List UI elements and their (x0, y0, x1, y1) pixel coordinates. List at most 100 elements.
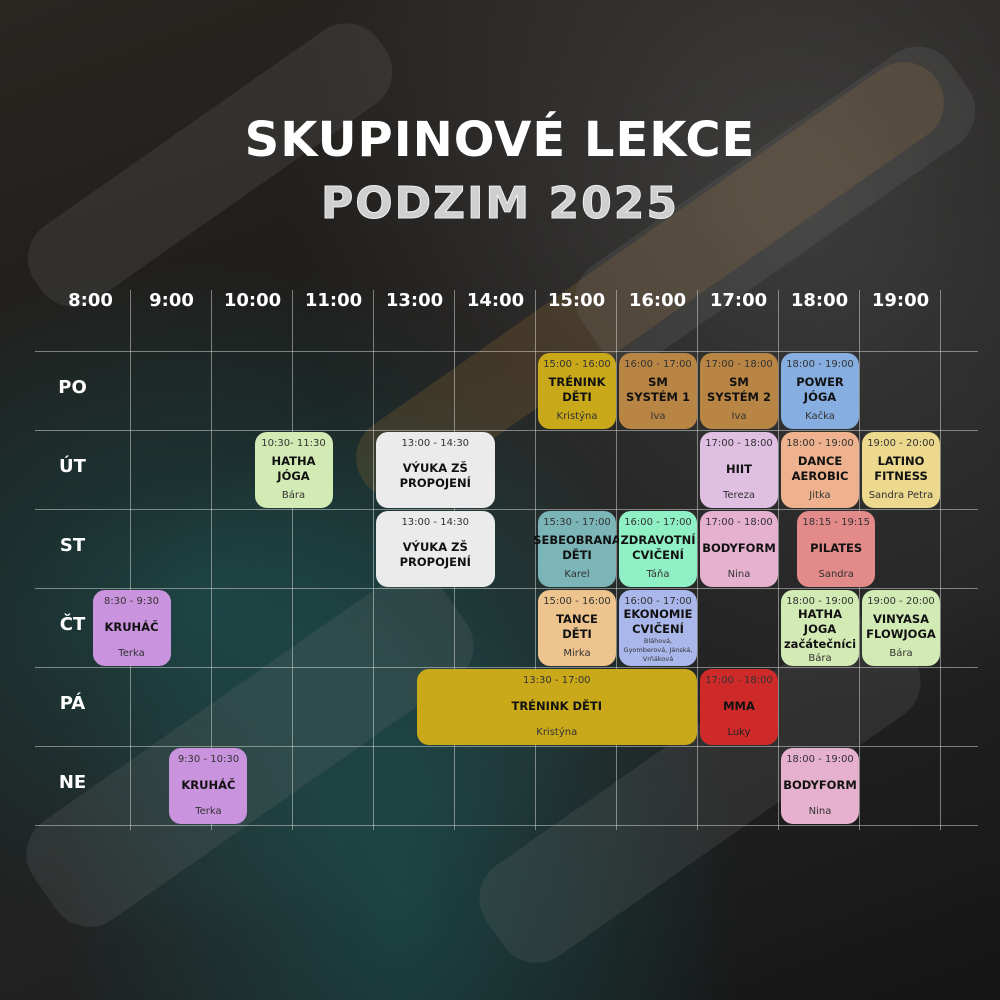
grid-line-vertical (940, 290, 941, 830)
lesson-instructor: Bára (889, 648, 913, 659)
day-label: PÁ (59, 693, 86, 714)
lesson-time: 17:00 - 18:00 (705, 438, 773, 449)
lesson-instructor: Táňa (646, 569, 670, 580)
lesson-name: POWER JÓGA (796, 375, 844, 404)
lesson-time: 19:00 - 20:00 (867, 438, 935, 449)
lesson-name: PILATES (810, 540, 863, 555)
lesson-instructor: Iva (650, 411, 666, 422)
lesson-time: 19:00 - 20:00 (867, 596, 935, 607)
lesson-name: BODYFORM (783, 777, 857, 792)
lesson-instructor: Jitka (809, 490, 831, 501)
lesson-time: 17:00 - 18:00 (705, 675, 773, 686)
lesson-time: 18:00 - 19:00 (786, 438, 854, 449)
grid-line-vertical (211, 290, 212, 830)
lesson-instructor: Bára (281, 490, 306, 501)
lesson-name: LATINO FITNESS (874, 454, 928, 483)
time-header: 10:00 (223, 290, 282, 311)
lesson-time: 8:30 - 9:30 (104, 596, 159, 607)
lesson-time: 13:00 - 14:30 (401, 517, 470, 528)
lesson-instructor: Kristýna (556, 411, 598, 422)
lesson-name: TANCE DĚTI (556, 612, 598, 641)
lesson-name: HATHA JÓGA (271, 454, 316, 483)
lesson-name: SEBEOBRANA DĚTI (533, 533, 621, 562)
lesson-time: 9:30 - 10:30 (177, 754, 240, 765)
time-header: 14:00 (466, 290, 525, 311)
lesson-name: VÝUKA ZŠ PROPOJENÍ (399, 539, 471, 569)
lesson-name: BODYFORM (702, 540, 776, 555)
lesson-name: KRUHÁČ (104, 619, 159, 634)
time-header: 16:00 (628, 290, 687, 311)
day-label: PO (58, 377, 87, 398)
lesson-time: 17:00 - 18:00 (705, 517, 773, 528)
grid-line-vertical (130, 290, 131, 830)
lesson-name: KRUHÁČ (181, 777, 236, 792)
lesson-instructor: Iva (731, 411, 747, 422)
grid-line-vertical (616, 290, 617, 830)
lesson-instructor: Karel (564, 569, 590, 580)
lesson-instructor: Nina (727, 569, 751, 580)
lesson-time: 15:00 - 16:00 (543, 359, 611, 370)
page-subtitle: PODZIM 2025 (320, 178, 679, 230)
time-header: 15:00 (547, 290, 606, 311)
lesson-instructor: Nina (808, 806, 832, 817)
lesson-name: VINYASA FLOWJOGA (866, 612, 936, 641)
lesson-instructor: Kristýna (536, 727, 578, 738)
lesson-instructor: Bára (808, 653, 832, 664)
lesson-name: DANCE AEROBIC (791, 454, 849, 483)
time-header: 19:00 (871, 290, 930, 311)
lesson-time: 17:00 - 18:00 (705, 359, 773, 370)
time-header: 18:00 (790, 290, 849, 311)
lesson-time: 16:00 - 17:00 (624, 517, 692, 528)
time-header: 8:00 (68, 290, 113, 311)
lesson-time: 16:00 - 17:00 (624, 596, 692, 607)
time-header: 11:00 (304, 290, 363, 311)
lesson-time: 18:00 - 19:00 (786, 596, 854, 607)
grid-line-horizontal (35, 667, 978, 668)
grid-line-horizontal (35, 430, 978, 431)
time-header: 17:00 (709, 290, 768, 311)
grid-line-horizontal (35, 746, 978, 747)
lesson-instructor: Kačka (805, 411, 835, 422)
day-label: ČT (59, 614, 86, 635)
grid-line-vertical (292, 290, 293, 830)
lesson-instructor: Terka (118, 648, 145, 659)
lesson-name: SM SYSTÉM 1 (625, 375, 691, 404)
lesson-name: ZDRAVOTNÍ CVIČENÍ (620, 533, 696, 562)
grid-line-horizontal (35, 825, 978, 826)
lesson-name: EKONOMIE CVIČENÍ (623, 607, 693, 636)
lesson-name: MMA (723, 698, 755, 713)
lesson-time: 18:00 - 19:00 (786, 359, 854, 370)
lesson-time: 10:30- 11:30 (261, 438, 326, 449)
page-title: SKUPINOVÉ LEKCE (244, 112, 756, 168)
lesson-name: HIIT (725, 461, 753, 476)
lesson-instructor: Mirka (563, 648, 591, 659)
grid-line-horizontal (35, 588, 978, 589)
grid-line-vertical (373, 290, 374, 830)
grid-line-vertical (778, 290, 779, 830)
time-header: 9:00 (149, 290, 194, 311)
